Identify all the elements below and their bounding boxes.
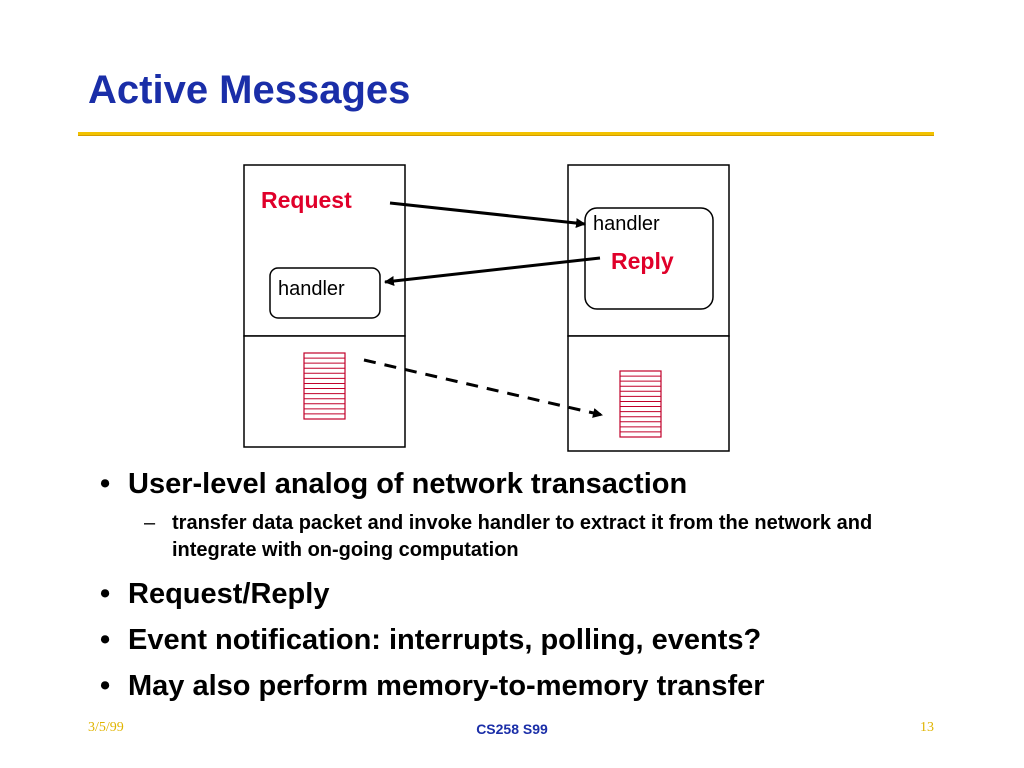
left-node: handler Request — [243, 164, 406, 448]
buffer-outline — [303, 352, 346, 420]
bullet-list: • User-level analog of network transacti… — [100, 466, 940, 704]
reply-arrow — [384, 256, 601, 286]
bullet-mark: • — [100, 468, 111, 500]
bullet-item: • Event notification: interrupts, pollin… — [100, 622, 940, 658]
bullet-text: Request/Reply — [128, 578, 330, 610]
bullet-item: • May also perform memory-to-memory tran… — [100, 668, 940, 704]
bullet-text: Event notification: interrupts, polling,… — [128, 624, 762, 656]
left-handler-box — [269, 267, 381, 319]
buffer-outline — [619, 370, 662, 438]
reply-label: Reply — [611, 248, 674, 274]
right-data-buffer — [619, 370, 662, 438]
sub-bullet-item: – transfer data packet and invoke handle… — [144, 510, 940, 564]
bullet-mark: • — [100, 624, 111, 656]
left-handler-label: handler — [278, 278, 345, 300]
bullet-text: May also perform memory-to-memory transf… — [128, 670, 765, 702]
right-handler-label: handler — [593, 213, 660, 235]
bullet-mark: • — [100, 578, 111, 610]
footer-course: CS258 S99 — [476, 721, 548, 737]
sub-bullet-text: transfer data packet and invoke handler … — [172, 512, 873, 561]
bullet-item: • Request/Reply — [100, 576, 940, 612]
left-data-buffer — [303, 352, 346, 420]
slide-title: Active Messages — [88, 68, 411, 112]
bullet-text: User-level analog of network transaction — [128, 468, 688, 500]
footer-date: 3/5/99 — [88, 720, 124, 735]
right-node: handler Reply — [567, 164, 730, 452]
bullet-item: • User-level analog of network transacti… — [100, 466, 940, 502]
request-label: Request — [261, 187, 352, 213]
title-rule — [78, 132, 934, 136]
footer-page-number: 13 — [920, 720, 934, 735]
request-arrow — [389, 201, 586, 229]
dash-mark: – — [144, 512, 156, 534]
bullet-mark: • — [100, 670, 111, 702]
